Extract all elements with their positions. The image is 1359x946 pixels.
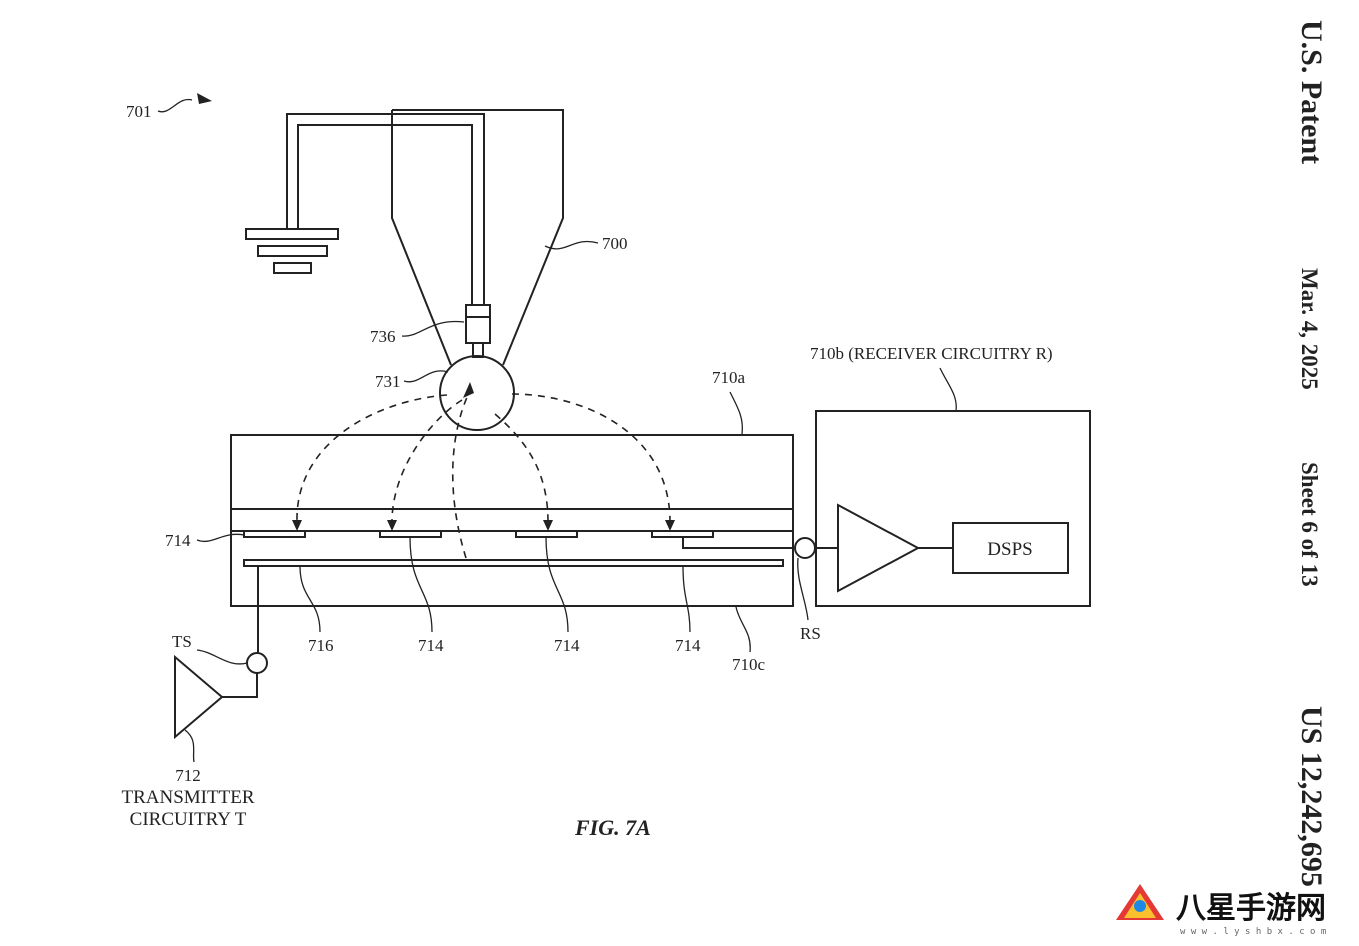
header-sheet: Sheet 6 of 13 xyxy=(1297,462,1322,587)
transmitter-label-line2: CIRCUITRY T xyxy=(130,809,247,830)
stylus-body-right xyxy=(392,109,564,366)
electrode-714-3 xyxy=(515,530,578,538)
label-714-left: 714 xyxy=(165,531,191,550)
label-700: 700 xyxy=(602,234,628,253)
label-710b: 710b (RECEIVER CIRCUITRY R) xyxy=(810,344,1053,363)
stylus-tip-731 xyxy=(439,355,515,431)
label-710a: 710a xyxy=(712,368,746,387)
transmitter-label-line1: TRANSMITTER xyxy=(122,787,255,808)
label-ts: TS xyxy=(172,632,192,651)
watermark-url: w w w . l y s h b x . c o m xyxy=(1180,927,1326,937)
electrode-714-1 xyxy=(243,530,306,538)
leader-700 xyxy=(544,240,599,250)
field-arrowheads xyxy=(292,382,675,531)
label-714-b: 714 xyxy=(554,636,580,655)
electrode-716 xyxy=(243,559,784,567)
label-710c: 710c xyxy=(732,655,766,674)
watermark: 八星手游网 w w w . l y s h b x . c o m xyxy=(1116,884,1326,937)
label-731: 731 xyxy=(375,372,401,391)
label-rs: RS xyxy=(800,624,821,643)
ground-symbol xyxy=(245,228,339,274)
electrode-714-4 xyxy=(651,530,714,538)
node-rs xyxy=(794,537,816,559)
label-712: 712 xyxy=(175,766,201,785)
label-716: 716 xyxy=(308,636,334,655)
ground-cable xyxy=(286,113,485,305)
leader-712 xyxy=(184,729,195,763)
patent-header: U.S. Patent Mar. 4, 2025 Sheet 6 of 13 U… xyxy=(1295,20,1328,887)
leader-710a xyxy=(729,391,744,435)
leader-716 xyxy=(299,565,321,633)
header-date: Mar. 4, 2025 xyxy=(1297,268,1322,390)
electrode-714-2 xyxy=(379,530,442,538)
leader-714-b xyxy=(545,536,569,633)
dsps-label: DSPS xyxy=(987,539,1032,560)
figure-caption: FIG. 7A xyxy=(574,815,651,840)
leader-714-a xyxy=(409,536,433,633)
leader-714-c xyxy=(682,565,691,633)
watermark-logo xyxy=(1116,884,1164,920)
arrow-701 xyxy=(197,93,212,104)
stylus-body-left xyxy=(391,110,452,366)
label-701: 701 xyxy=(126,102,152,121)
field-lines xyxy=(296,393,671,559)
leader-701 xyxy=(157,98,193,113)
electrode-lead xyxy=(682,537,793,549)
label-736: 736 xyxy=(370,327,396,346)
transmitter-triangle xyxy=(174,654,224,740)
leader-710c xyxy=(735,606,751,653)
leader-rs xyxy=(797,557,809,621)
label-714-a: 714 xyxy=(418,636,444,655)
label-714-c: 714 xyxy=(675,636,701,655)
leader-736 xyxy=(401,320,465,337)
node-ts xyxy=(246,652,268,674)
header-number: US 12,242,695 xyxy=(1295,706,1328,887)
amplifier-triangle xyxy=(837,503,921,593)
touch-panel-710a xyxy=(230,434,794,607)
header-patent: U.S. Patent xyxy=(1295,20,1328,164)
dsps-block xyxy=(952,522,1069,574)
component-736 xyxy=(465,304,491,344)
leader-731 xyxy=(403,370,449,383)
leader-710b xyxy=(939,367,957,412)
leader-ts xyxy=(196,649,248,665)
watermark-text: 八星手游网 xyxy=(1176,891,1326,926)
receiver-circuitry-710b xyxy=(815,410,1091,607)
leader-714-left xyxy=(196,533,245,542)
